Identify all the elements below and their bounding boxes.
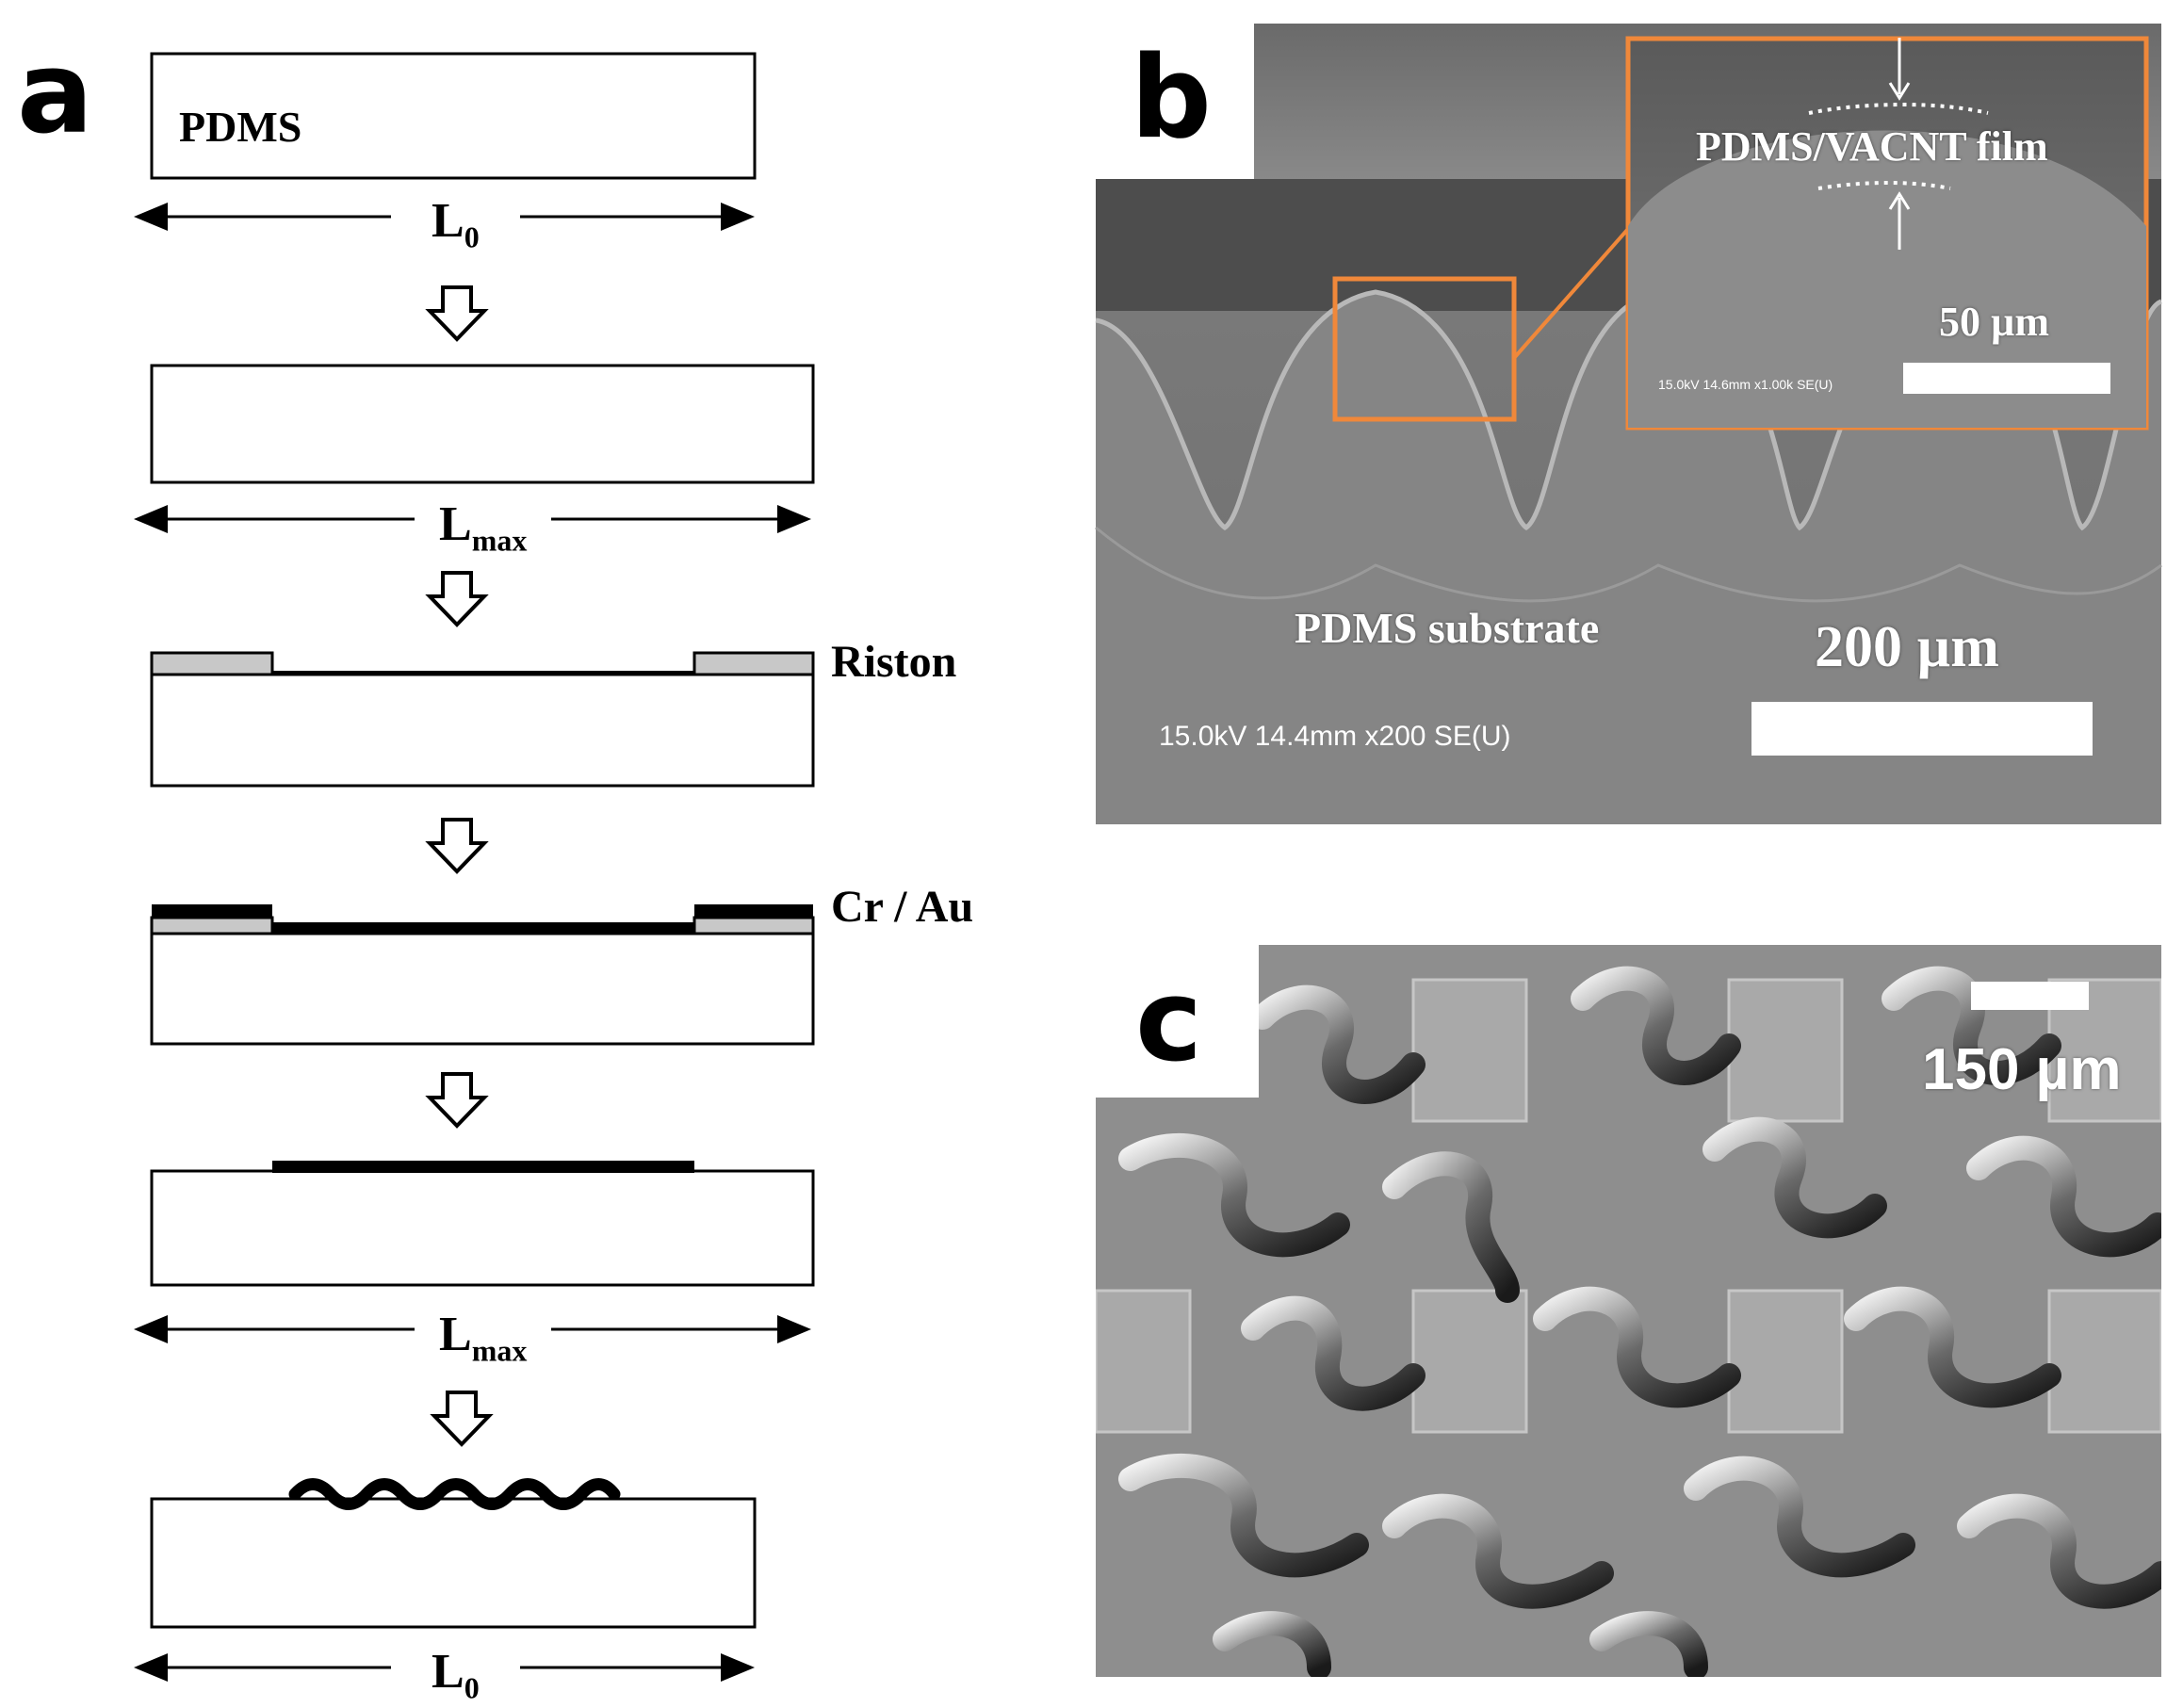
down-arrow-3 [425,818,489,874]
down-arrow-5 [430,1391,494,1447]
inset-meta: 15.0kV 14.6mm x1.00k SE(U) [1658,377,1833,392]
zoom-box [1332,276,1517,422]
length-label-2: Lmax [439,497,528,558]
cr-au-layer-left [152,904,272,918]
panel-a-letter: a [17,28,93,159]
sem-meta: 15.0kV 14.4mm x200 SE(U) [1159,721,1511,752]
pdms-block-4 [150,932,815,1046]
length-label-3: Lmax [439,1308,528,1368]
panel-a-diagram [134,52,815,1682]
panel-b-letter: b [1131,33,1212,164]
cr-au-layer-right [694,904,813,918]
metal-strip [272,1161,694,1173]
panel-c-letter: c [1135,956,1203,1087]
inset-scale-label: 50 µm [1939,299,2050,345]
panel-c-scale-bar [1971,982,2089,1010]
riston-label: Riston [831,637,957,687]
cr-au-label: Cr / Au [831,882,974,932]
length-label-1: L0 [432,194,480,254]
pdms-block-5 [150,1169,815,1287]
main-scale-label: 200 µm [1815,615,1999,679]
pdms-block-3 [150,673,815,788]
pdms-block-1 [150,52,757,180]
wavy-metal-film [288,1478,621,1510]
main-scale-bar [1751,702,2093,756]
cr-au-layer-center [272,922,694,934]
panel-c-scale-label: 150 µm [1922,1037,2122,1102]
substrate-label: PDMS substrate [1295,604,1600,652]
down-arrow-2 [425,571,489,627]
inset-film-label: PDMS/VACNT film [1696,123,2048,170]
riston-pad-left [150,651,274,676]
pdms-block-2 [150,364,815,484]
length-label-4: L0 [432,1645,480,1705]
pdms-label: PDMS [179,103,302,151]
riston-pad-right [692,651,815,676]
down-arrow-1 [425,285,489,342]
pdms-block-6 [150,1497,757,1629]
down-arrow-4 [425,1072,489,1129]
inset-scale-bar [1903,363,2110,394]
